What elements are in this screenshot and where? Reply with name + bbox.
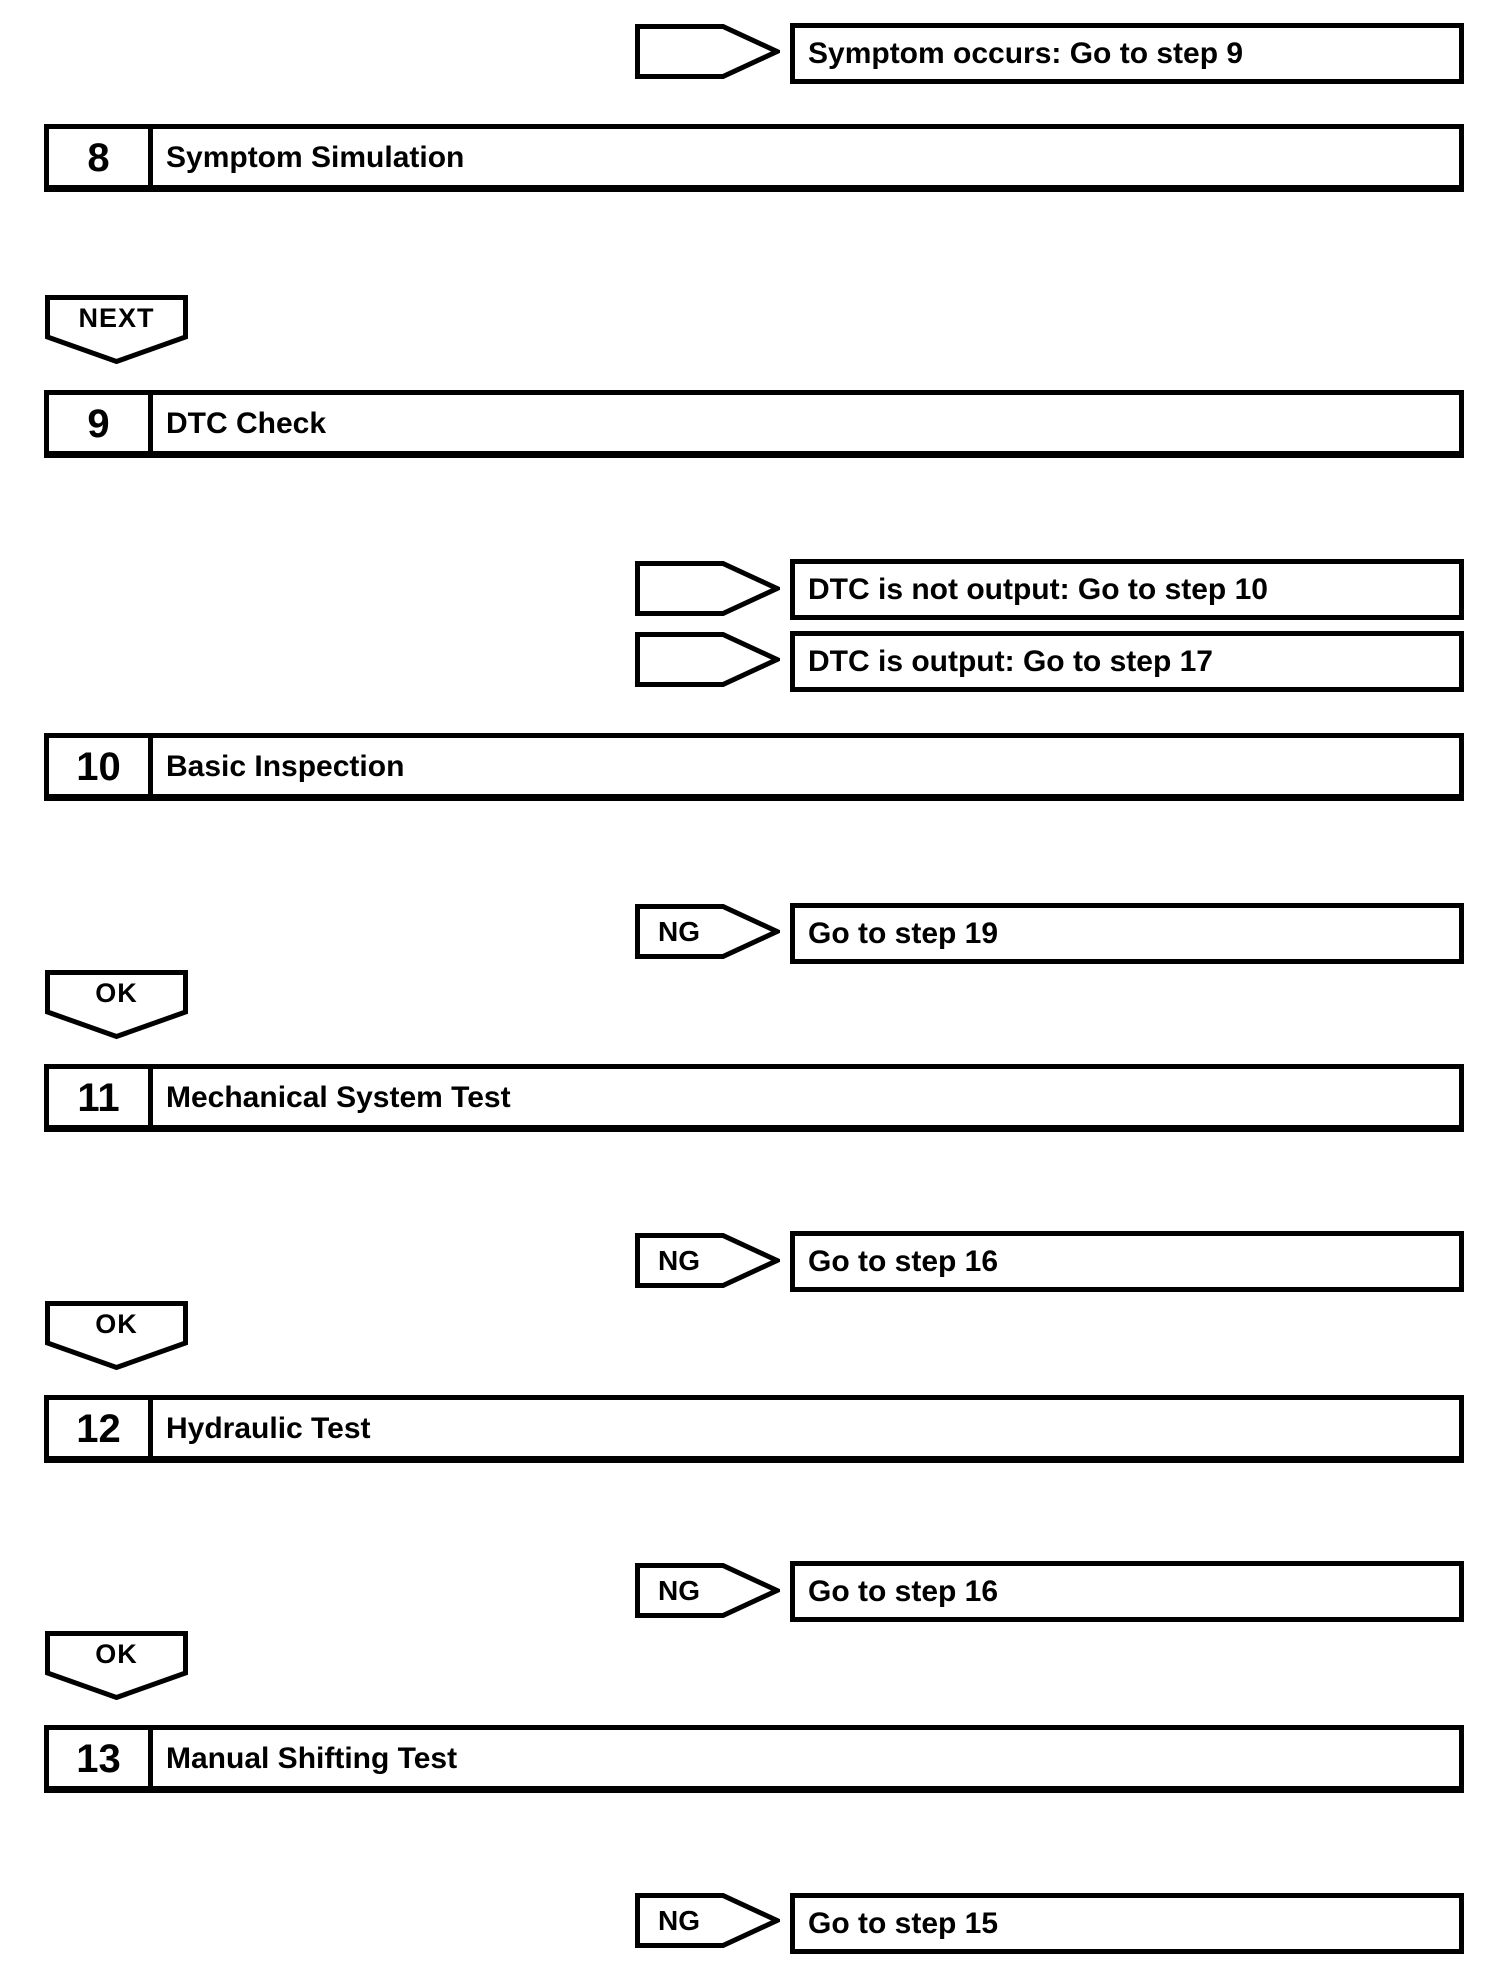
- step-title: Symptom Simulation: [166, 141, 465, 174]
- result-text: DTC is output: Go to step 17: [808, 644, 1213, 678]
- result-text: Go to step 16: [808, 1574, 999, 1608]
- flow-connector-label: OK: [95, 1638, 138, 1669]
- step-title: Mechanical System Test: [166, 1081, 511, 1114]
- result-box: Symptom occurs: Go to step 9: [790, 23, 1464, 84]
- step-box-8: 8 Symptom Simulation: [44, 124, 1464, 192]
- step-title: Hydraulic Test: [166, 1412, 371, 1445]
- branch-arrow-label: NG: [658, 1574, 700, 1606]
- ng-branch-arrow: NG: [635, 1563, 780, 1618]
- flow-connector-label: OK: [95, 1308, 138, 1339]
- step-number: 10: [49, 738, 153, 794]
- result-box: DTC is not output: Go to step 10: [790, 559, 1464, 620]
- result-text: Go to step 16: [808, 1244, 999, 1278]
- step-title: Basic Inspection: [166, 750, 405, 783]
- result-box: Go to step 16: [790, 1231, 1464, 1292]
- step-number: 13: [49, 1730, 153, 1786]
- branch-arrow-label: NG: [658, 915, 700, 947]
- step-box-11: 11 Mechanical System Test: [44, 1064, 1464, 1132]
- step-box-13: 13 Manual Shifting Test: [44, 1725, 1464, 1793]
- flow-connector-label: OK: [95, 977, 138, 1008]
- down-arrow-icon: [45, 1631, 188, 1701]
- ng-branch-arrow: NG: [635, 1893, 780, 1948]
- step-title: DTC Check: [166, 407, 327, 440]
- right-arrow-icon: [635, 24, 780, 79]
- right-arrow-icon: [635, 561, 780, 616]
- right-arrow-icon: [635, 1233, 780, 1288]
- branch-arrow: [635, 24, 780, 79]
- result-box: Go to step 15: [790, 1893, 1464, 1954]
- result-text: Symptom occurs: Go to step 9: [808, 36, 1244, 70]
- ng-branch-arrow: NG: [635, 904, 780, 959]
- step-number: 8: [49, 129, 153, 185]
- step-box-9: 9 DTC Check: [44, 390, 1464, 458]
- flow-connector-ok: OK: [45, 1301, 188, 1371]
- branch-arrow-label: NG: [658, 1904, 700, 1936]
- result-box: Go to step 16: [790, 1561, 1464, 1622]
- right-arrow-icon: [635, 1563, 780, 1618]
- flow-connector-next: NEXT: [45, 295, 188, 365]
- step-number: 11: [49, 1069, 153, 1125]
- flow-connector-ok: OK: [45, 1631, 188, 1701]
- step-box-10: 10 Basic Inspection: [44, 733, 1464, 801]
- branch-arrow: [635, 632, 780, 687]
- branch-arrow-label: [635, 632, 723, 687]
- step-number: 12: [49, 1400, 153, 1456]
- branch-arrow-label: [635, 561, 723, 616]
- result-text: Go to step 15: [808, 1906, 999, 1940]
- right-arrow-icon: [635, 632, 780, 687]
- result-box: DTC is output: Go to step 17: [790, 631, 1464, 692]
- result-text: DTC is not output: Go to step 10: [808, 572, 1268, 606]
- branch-arrow-label: NG: [658, 1244, 700, 1276]
- ng-branch-arrow: NG: [635, 1233, 780, 1288]
- step-box-12: 12 Hydraulic Test: [44, 1395, 1464, 1463]
- branch-arrow: [635, 561, 780, 616]
- result-text: Go to step 19: [808, 916, 999, 950]
- step-title: Manual Shifting Test: [166, 1742, 458, 1775]
- branch-arrow-label: [635, 24, 723, 79]
- flow-connector-label: NEXT: [78, 302, 155, 333]
- result-box: Go to step 19: [790, 903, 1464, 964]
- step-number: 9: [49, 395, 153, 451]
- right-arrow-icon: [635, 1893, 780, 1948]
- right-arrow-icon: [635, 904, 780, 959]
- down-arrow-icon: [45, 970, 188, 1040]
- down-arrow-icon: [45, 1301, 188, 1371]
- flow-connector-ok: OK: [45, 970, 188, 1040]
- down-arrow-icon: [45, 295, 188, 365]
